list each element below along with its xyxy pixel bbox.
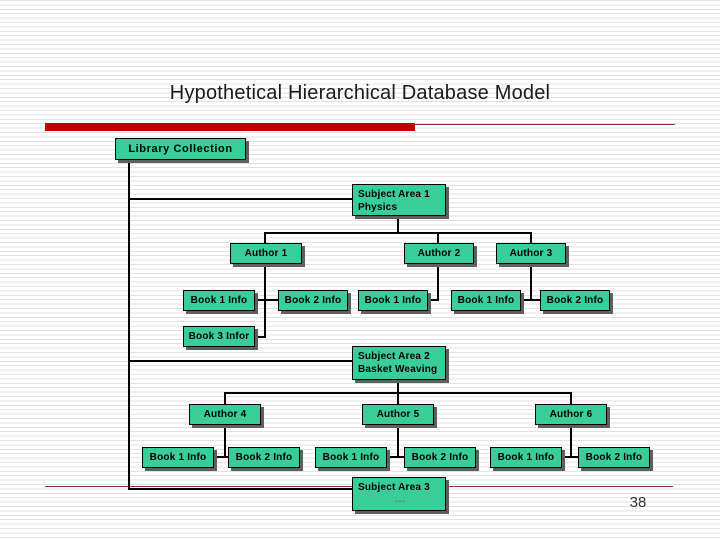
branch-line-sa2 bbox=[128, 360, 352, 362]
node-sa1-book-2: Book 2 Info bbox=[278, 290, 348, 311]
drop-line-author5 bbox=[397, 394, 399, 404]
node-sa2-book-6: Book 2 Info bbox=[578, 447, 650, 468]
node-author-5: Author 5 bbox=[362, 404, 434, 425]
author4-spine-line bbox=[224, 425, 226, 458]
node-sa2-book-4: Book 2 Info bbox=[404, 447, 476, 468]
node-subject-area-2: Subject Area 2 Basket Weaving bbox=[352, 346, 446, 380]
stub-line-book3 bbox=[255, 336, 266, 338]
accent-bar bbox=[45, 123, 415, 131]
node-sa2-book-2: Book 2 Info bbox=[228, 447, 300, 468]
node-label-line1: Subject Area 2 bbox=[358, 351, 430, 362]
stub-line-book1 bbox=[255, 299, 264, 301]
node-sa1-book-extra: Book 3 Infor bbox=[183, 326, 255, 347]
stub-line-row2-pair1 bbox=[214, 456, 228, 458]
page-number: 38 bbox=[629, 494, 647, 511]
sa2-bus-line bbox=[224, 392, 572, 394]
node-label-ellipsis: ... bbox=[395, 494, 406, 504]
node-author-2: Author 2 bbox=[404, 243, 474, 264]
node-author-1: Author 1 bbox=[230, 243, 302, 264]
sa1-stub-line bbox=[397, 216, 399, 233]
stub-line-book2 bbox=[266, 299, 278, 301]
node-label-line1: Subject Area 1 bbox=[358, 189, 430, 200]
node-sa2-book-3: Book 1 Info bbox=[315, 447, 387, 468]
node-sa1-book-3: Book 1 Info bbox=[358, 290, 428, 311]
slide-title: Hypothetical Hierarchical Database Model bbox=[169, 82, 551, 104]
sa2-stub-line bbox=[397, 380, 399, 393]
node-subject-area-3: Subject Area 3 ... bbox=[352, 477, 446, 511]
node-sa1-book-4: Book 1 Info bbox=[451, 290, 521, 311]
trunk-line bbox=[128, 160, 130, 490]
drop-line-author4 bbox=[224, 394, 226, 404]
node-subject-area-1: Subject Area 1 Physics bbox=[352, 184, 446, 216]
stub-line-row2-pair3 bbox=[562, 456, 578, 458]
author5-spine-line bbox=[397, 425, 399, 458]
branch-line-sa1 bbox=[128, 198, 352, 200]
drop-line-author2 bbox=[437, 234, 439, 243]
stub-line-book45 bbox=[521, 299, 540, 301]
author3-spine-line bbox=[530, 264, 532, 301]
node-sa2-book-5: Book 1 Info bbox=[490, 447, 562, 468]
node-library-collection: Library Collection bbox=[115, 138, 246, 160]
sa1-bus-line bbox=[264, 232, 532, 234]
drop-line-author1 bbox=[264, 234, 266, 243]
node-sa1-book-5: Book 2 Info bbox=[540, 290, 610, 311]
stub-line-row2-pair2 bbox=[387, 456, 404, 458]
node-label-line2: Physics bbox=[358, 202, 398, 213]
stub-line-book1b bbox=[428, 299, 437, 301]
node-author-3: Author 3 bbox=[496, 243, 566, 264]
drop-line-author3 bbox=[530, 234, 532, 243]
node-label-line1: Subject Area 3 bbox=[358, 482, 430, 493]
author6-spine-line bbox=[570, 425, 572, 458]
node-sa2-book-1: Book 1 Info bbox=[142, 447, 214, 468]
node-author-4: Author 4 bbox=[189, 404, 261, 425]
node-label-line2: Basket Weaving bbox=[358, 364, 438, 375]
node-author-6: Author 6 bbox=[535, 404, 607, 425]
branch-line-sa3 bbox=[128, 488, 352, 490]
drop-line-author6 bbox=[570, 394, 572, 404]
node-sa1-book-1: Book 1 Info bbox=[183, 290, 255, 311]
author2-spine-line bbox=[437, 264, 439, 301]
author1-spine-line bbox=[264, 264, 266, 338]
